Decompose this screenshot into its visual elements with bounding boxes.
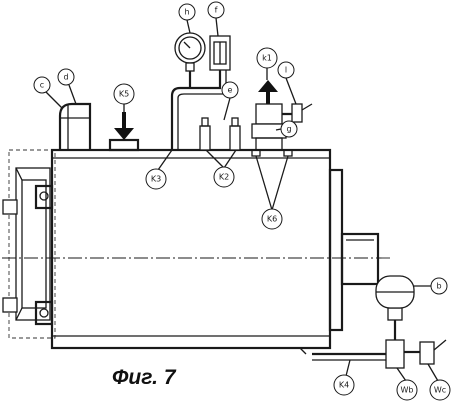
svg-text:K4: K4 [339, 381, 349, 390]
svg-text:Wc: Wc [434, 386, 446, 395]
callout-k2: K2 [213, 166, 235, 188]
callout-g: g [280, 120, 298, 138]
svg-text:b: b [436, 282, 441, 291]
leader-lines [44, 17, 439, 382]
svg-text:l: l [285, 66, 287, 75]
svg-text:e: e [228, 86, 233, 95]
front-door [2, 149, 56, 339]
callout-d: d [57, 68, 75, 86]
svg-text:K5: K5 [119, 90, 129, 99]
callout-c: c [33, 76, 51, 94]
svg-text:g: g [286, 125, 291, 134]
svg-text:Wb: Wb [401, 386, 414, 395]
svg-text:K3: K3 [151, 175, 161, 184]
callout-k5: K5 [113, 83, 135, 105]
callout-wc: Wc [429, 379, 451, 401]
callout-k1: k1 [256, 47, 278, 69]
callout-k3: K3 [145, 168, 167, 190]
svg-text:K2: K2 [219, 173, 229, 182]
svg-text:K6: K6 [267, 215, 277, 224]
boiler-body [2, 148, 392, 350]
callout-b: b [430, 277, 448, 295]
callout-h: h [178, 3, 196, 21]
expansion-assembly [299, 275, 447, 369]
outlet-k1-assembly [251, 80, 313, 211]
gauge-assembly [170, 32, 231, 150]
callout-l: l [277, 61, 295, 79]
callout-e: e [221, 81, 239, 99]
callout-f: f [207, 1, 225, 19]
figure-caption: Фиг. 7 [112, 366, 176, 389]
svg-text:d: d [63, 73, 68, 82]
svg-text:f: f [215, 6, 218, 15]
callout-wb: Wb [396, 379, 418, 401]
svg-text:c: c [40, 81, 44, 90]
callout-k4: K4 [333, 374, 355, 396]
valves-e [199, 117, 241, 151]
svg-text:h: h [184, 8, 189, 17]
k5-connection [108, 112, 140, 152]
callout-k6: K6 [261, 208, 283, 230]
svg-text:k1: k1 [262, 54, 272, 63]
flue-outlet [58, 102, 92, 150]
